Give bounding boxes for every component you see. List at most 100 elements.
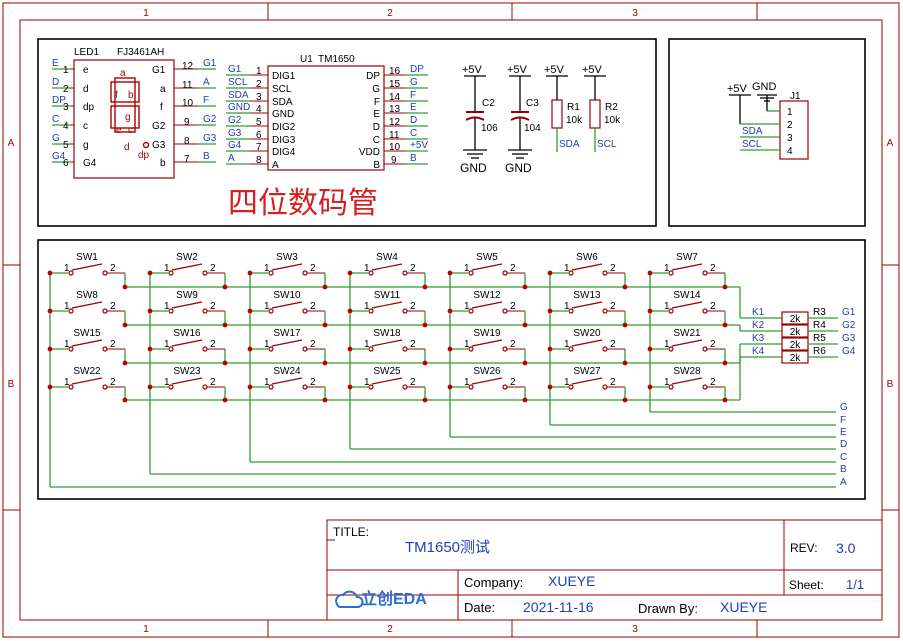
switch-designator: SW23 bbox=[173, 366, 201, 377]
junction-dot bbox=[622, 360, 628, 366]
junction-dot bbox=[547, 384, 553, 390]
net-label: F bbox=[410, 90, 416, 101]
junction-dot bbox=[222, 360, 228, 366]
net-label: E bbox=[52, 58, 59, 69]
switch-contact bbox=[268, 346, 274, 352]
date-value: 2021-11-16 bbox=[523, 599, 594, 615]
switch-designator: SW13 bbox=[573, 290, 601, 301]
pin-name: c bbox=[83, 121, 88, 132]
switch-contact bbox=[668, 384, 674, 390]
switch-designator: SW14 bbox=[673, 290, 701, 301]
ic-part-number: TM1650 bbox=[318, 54, 355, 65]
pin-number: 2 bbox=[110, 301, 116, 312]
pin-number: 2 bbox=[410, 339, 416, 350]
pin-name: G2 bbox=[152, 121, 166, 132]
pin-number: 1 bbox=[664, 263, 670, 274]
junction-dot bbox=[147, 308, 153, 314]
switch-contact bbox=[102, 308, 108, 314]
title-block: TITLE: TM1650测试 REV: 3.0 Company: XUEYE … bbox=[326, 519, 883, 621]
pin-name: B bbox=[373, 160, 380, 171]
switch-designator: SW25 bbox=[373, 366, 401, 377]
junction-dot bbox=[47, 384, 53, 390]
switch-contact bbox=[668, 308, 674, 314]
net-label: G2 bbox=[203, 114, 217, 125]
drawn-by-label: Drawn By: bbox=[638, 601, 698, 616]
switch-contact bbox=[68, 346, 74, 352]
pin-name: G3 bbox=[152, 140, 166, 151]
switch-contact bbox=[302, 346, 308, 352]
switch-designator: SW6 bbox=[576, 252, 598, 263]
ic-right-pins bbox=[384, 74, 428, 165]
switch-blade bbox=[171, 339, 203, 347]
net-label: E bbox=[410, 102, 417, 113]
pin-number: 2 bbox=[510, 301, 516, 312]
switch-contact bbox=[602, 346, 608, 352]
pin-number: 2 bbox=[410, 301, 416, 312]
net-label: SDA bbox=[742, 126, 763, 137]
pin-number: 2 bbox=[210, 377, 216, 388]
switch-contact bbox=[502, 308, 508, 314]
pin-number: 4 bbox=[787, 146, 793, 157]
junction-dot bbox=[222, 397, 228, 403]
pin-number: 5 bbox=[256, 117, 262, 128]
company-label: Company: bbox=[464, 575, 523, 590]
junction-dot bbox=[522, 397, 528, 403]
pin-number: 1 bbox=[464, 377, 470, 388]
led-left-pins bbox=[52, 68, 74, 163]
switch-contact bbox=[468, 346, 474, 352]
pin-number: 2 bbox=[610, 301, 616, 312]
net-label: SCL bbox=[742, 139, 762, 150]
junction-dot bbox=[647, 308, 653, 314]
net-label: G1 bbox=[203, 58, 217, 69]
junction-dot bbox=[522, 360, 528, 366]
switch-contact bbox=[168, 270, 174, 276]
switch-designator: SW8 bbox=[76, 290, 98, 301]
frame-row-label: A bbox=[8, 138, 15, 149]
pin-number: 1 bbox=[64, 377, 70, 388]
pin-number: 2 bbox=[310, 377, 316, 388]
pin-name: G bbox=[372, 84, 380, 95]
switch-designator: SW4 bbox=[376, 252, 398, 263]
pin-number: 1 bbox=[564, 263, 570, 274]
frame-col-label: 3 bbox=[632, 624, 638, 635]
pin-number: 1 bbox=[63, 65, 69, 76]
pin-number: 5 bbox=[63, 140, 69, 151]
junction-dot bbox=[547, 270, 553, 276]
switch-contact bbox=[702, 346, 708, 352]
section-heading: 四位数码管 bbox=[228, 187, 378, 220]
switch-contact bbox=[668, 270, 674, 276]
junction-dot bbox=[547, 308, 553, 314]
switch-designator: SW5 bbox=[476, 252, 498, 263]
pin-number: 2 bbox=[410, 377, 416, 388]
ground-label: GND bbox=[752, 81, 777, 93]
pin-name: SDA bbox=[272, 97, 293, 108]
switch-designator: SW1 bbox=[76, 252, 98, 263]
pin-name: g bbox=[83, 140, 89, 151]
net-label: A bbox=[228, 153, 235, 164]
switch-blade bbox=[71, 377, 103, 385]
switch-designator: SW19 bbox=[473, 328, 501, 339]
pin-name: a bbox=[160, 84, 166, 95]
segment-label: c bbox=[128, 125, 133, 136]
keypad-section-box bbox=[37, 239, 866, 500]
junction-dot bbox=[247, 384, 253, 390]
pin-number: 4 bbox=[256, 104, 262, 115]
pin-number: 2 bbox=[310, 263, 316, 274]
part-designator: R4 bbox=[813, 320, 826, 331]
junction-dot bbox=[347, 384, 353, 390]
pin-number: 15 bbox=[389, 79, 401, 90]
junction-dot bbox=[722, 397, 728, 403]
pin-number: 6 bbox=[256, 130, 262, 141]
junction-dot bbox=[147, 270, 153, 276]
net-label: DP bbox=[52, 95, 66, 106]
pin-number: 13 bbox=[389, 104, 401, 115]
junction-dot bbox=[422, 360, 428, 366]
switch-contact bbox=[402, 384, 408, 390]
segment-label: f bbox=[115, 90, 118, 101]
